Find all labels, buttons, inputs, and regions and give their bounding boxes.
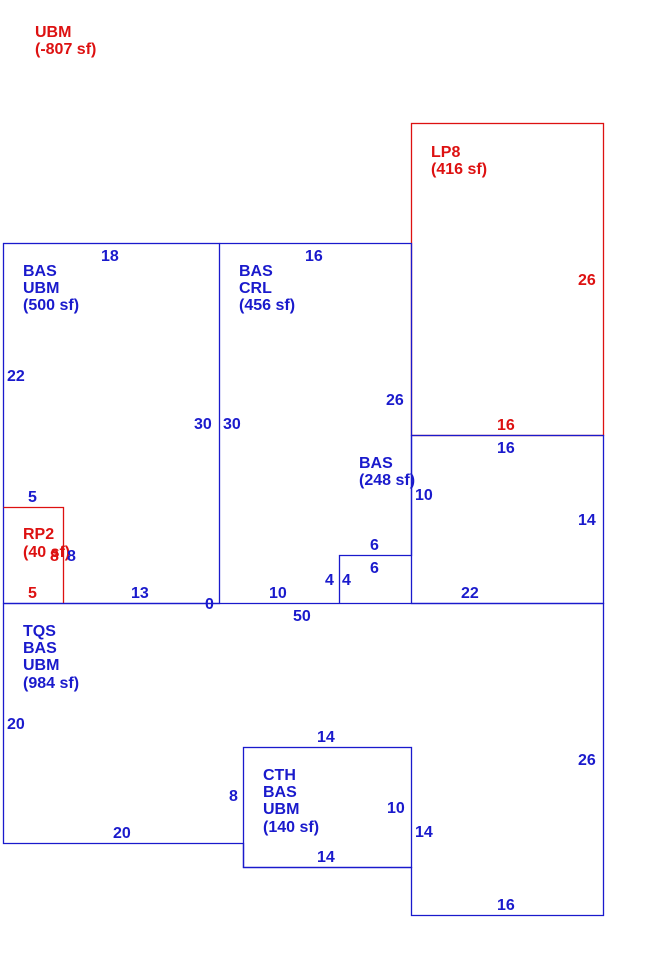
dim-top-mid: 16: [305, 248, 323, 265]
dim-step-right: 4: [342, 572, 351, 589]
dim-base-0: 0: [205, 596, 214, 613]
dim-top-left: 18: [101, 248, 119, 265]
dim-bas248-top: 16: [497, 440, 515, 457]
cth-code2: BAS: [263, 784, 297, 801]
tqs-code3: UBM: [23, 657, 59, 674]
bas-ubm-area: (500 sf): [23, 297, 79, 314]
bas-ubm-code2: UBM: [23, 280, 59, 297]
rp2-code: RP2: [23, 526, 54, 543]
dim-bas248-right: 14: [578, 512, 596, 529]
dim-mid-30: 30: [223, 416, 241, 433]
bas-248-area: (248 sf): [359, 472, 415, 489]
rp2-area: (40 sf): [23, 544, 70, 561]
dim-rp2-side-b: 8: [67, 548, 76, 565]
dim-rp2-side-a: 8: [50, 548, 59, 565]
dim-step-left: 4: [325, 572, 334, 589]
dim-rp2-top: 5: [28, 489, 37, 506]
bas-crl-code1: BAS: [239, 263, 273, 280]
dim-cth-bottom: 14: [317, 849, 335, 866]
dim-tqs-left: 20: [7, 716, 25, 733]
ubm-label: UBM: [35, 24, 71, 41]
bas-ubm-code1: BAS: [23, 263, 57, 280]
rp2-outline: [3, 506, 65, 604]
dim-tqs-bottom: 20: [113, 825, 131, 842]
dim-left-22: 22: [7, 368, 25, 385]
dim-cth-left: 8: [229, 788, 238, 805]
dim-step-bottom: 6: [370, 560, 379, 577]
cth-area: (140 sf): [263, 819, 319, 836]
tqs-code2: BAS: [23, 640, 57, 657]
ubm-area-label: (-807 sf): [35, 41, 96, 58]
dim-step-top: 6: [370, 537, 379, 554]
tqs-area: (984 sf): [23, 675, 79, 692]
bas-crl-code2: CRL: [239, 280, 272, 297]
dim-lp8-bottom: 16: [497, 417, 515, 434]
dim-base-10: 10: [269, 585, 287, 602]
bas-248-outline: [410, 434, 605, 605]
cth-code1: CTH: [263, 767, 296, 784]
dim-base-22: 22: [461, 585, 479, 602]
dim-base-13: 13: [131, 585, 149, 602]
cth-outline: [242, 746, 413, 869]
dim-base-50: 50: [293, 608, 311, 625]
dim-cth-right: 10: [387, 800, 405, 817]
dim-bas248-left: 10: [415, 487, 433, 504]
dim-bottom-16: 16: [497, 897, 515, 914]
dim-rp2-bottom: 5: [28, 585, 37, 602]
bas-248-code: BAS: [359, 455, 393, 472]
dim-cth-top: 14: [317, 729, 335, 746]
dim-left-30: 30: [194, 416, 212, 433]
tqs-code1: TQS: [23, 623, 56, 640]
lp8-code: LP8: [431, 144, 460, 161]
bas-crl-area: (456 sf): [239, 297, 295, 314]
dim-right-26: 26: [386, 392, 404, 409]
main-floor-outline: [2, 602, 605, 917]
dim-cth-outer: 14: [415, 824, 433, 841]
cth-code3: UBM: [263, 801, 299, 818]
dim-lp8-right: 26: [578, 272, 596, 289]
lp8-area: (416 sf): [431, 161, 487, 178]
dim-tqs-right: 26: [578, 752, 596, 769]
